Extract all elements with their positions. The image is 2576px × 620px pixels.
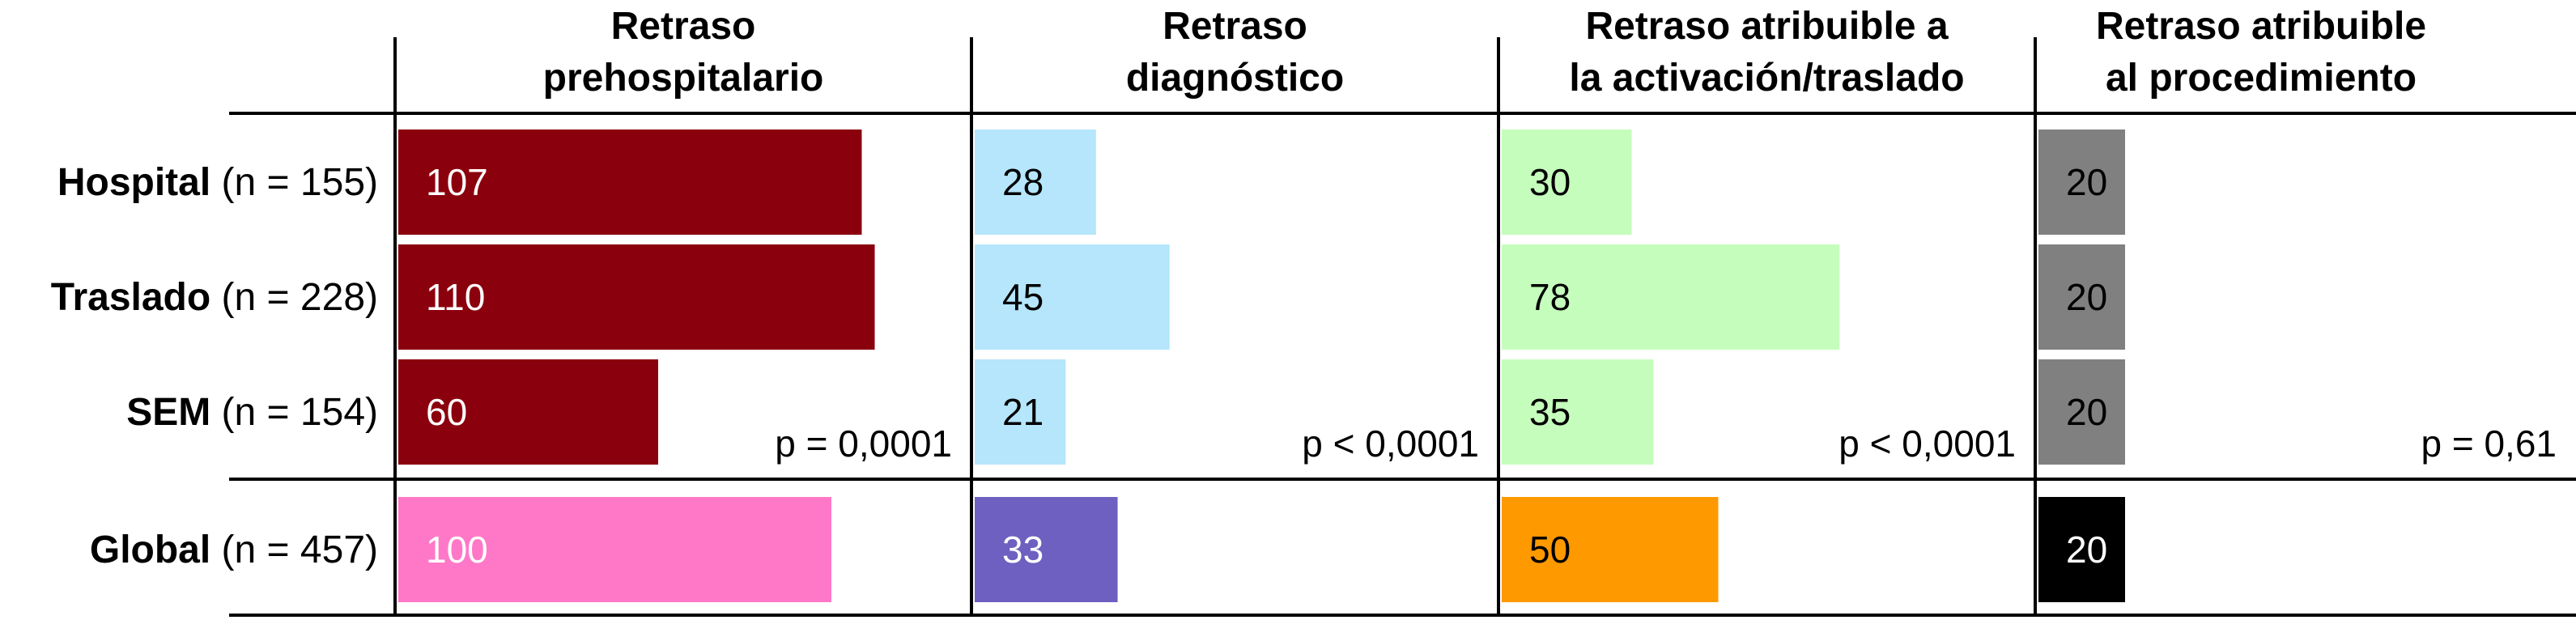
panel-title-line: la activación/traslado [1569,57,1964,100]
panel-title-line: Retraso [611,5,756,48]
bar [1502,244,1840,350]
row-label: Global (n = 457) [90,529,378,571]
bar [1502,359,1654,465]
bar [975,244,1170,350]
panel-title-line: Retraso atribuible a [1585,5,1948,48]
row-label-count: (n = 154) [210,391,378,434]
bar-value-label: 50 [1529,529,1571,571]
bar-value-label: 60 [426,391,467,433]
bar [2038,244,2125,350]
row-label-name: Global [90,529,210,571]
bar-value-label: 78 [1529,276,1571,318]
panel-title-line: prehospitalario [543,57,824,100]
p-value: p < 0,0001 [1302,423,1479,465]
bar-value-label: 45 [1002,276,1044,318]
bar [398,497,831,602]
bar-value-label: 100 [426,529,488,571]
bar [398,359,658,465]
row-label: SEM (n = 154) [126,391,378,434]
panel-title-line: al procedimiento [2106,57,2417,100]
bar [398,130,862,235]
bar [1502,130,1632,235]
row-label: Hospital (n = 155) [57,161,378,204]
p-value: p = 0,61 [2421,423,2557,465]
bar-value-label: 20 [2066,391,2107,433]
bar-value-label: 33 [1002,529,1044,571]
bar-value-label: 107 [426,161,488,203]
row-label: Traslado (n = 228) [51,276,378,319]
bar-value-label: 35 [1529,391,1571,433]
bar [975,359,1066,465]
bar-value-label: 20 [2066,276,2107,318]
row-label-count: (n = 228) [210,276,378,319]
bar-value-label: 20 [2066,161,2107,203]
bar-value-label: 21 [1002,391,1044,433]
bar-value-label: 110 [426,276,485,318]
bar [975,497,1118,602]
p-value: p < 0,0001 [1838,423,2016,465]
p-value: p = 0,0001 [775,423,952,465]
row-label-name: Hospital [57,161,210,204]
bar [975,130,1096,235]
bar [398,244,875,350]
bar [1502,497,1719,602]
bar [2038,130,2125,235]
row-label-name: Traslado [51,276,210,319]
panel-title-line: Retraso [1163,5,1307,48]
bar-value-label: 30 [1529,161,1571,203]
panel-title-line: diagnóstico [1126,57,1344,100]
bar-value-label: 28 [1002,161,1044,203]
bar-value-label: 20 [2066,529,2107,571]
row-label-name: SEM [126,391,210,434]
row-label-count: (n = 457) [210,529,378,571]
bar [2038,497,2125,602]
panel-title-line: Retraso atribuible [2096,5,2426,48]
bar [2038,359,2125,465]
row-label-count: (n = 155) [210,161,378,204]
